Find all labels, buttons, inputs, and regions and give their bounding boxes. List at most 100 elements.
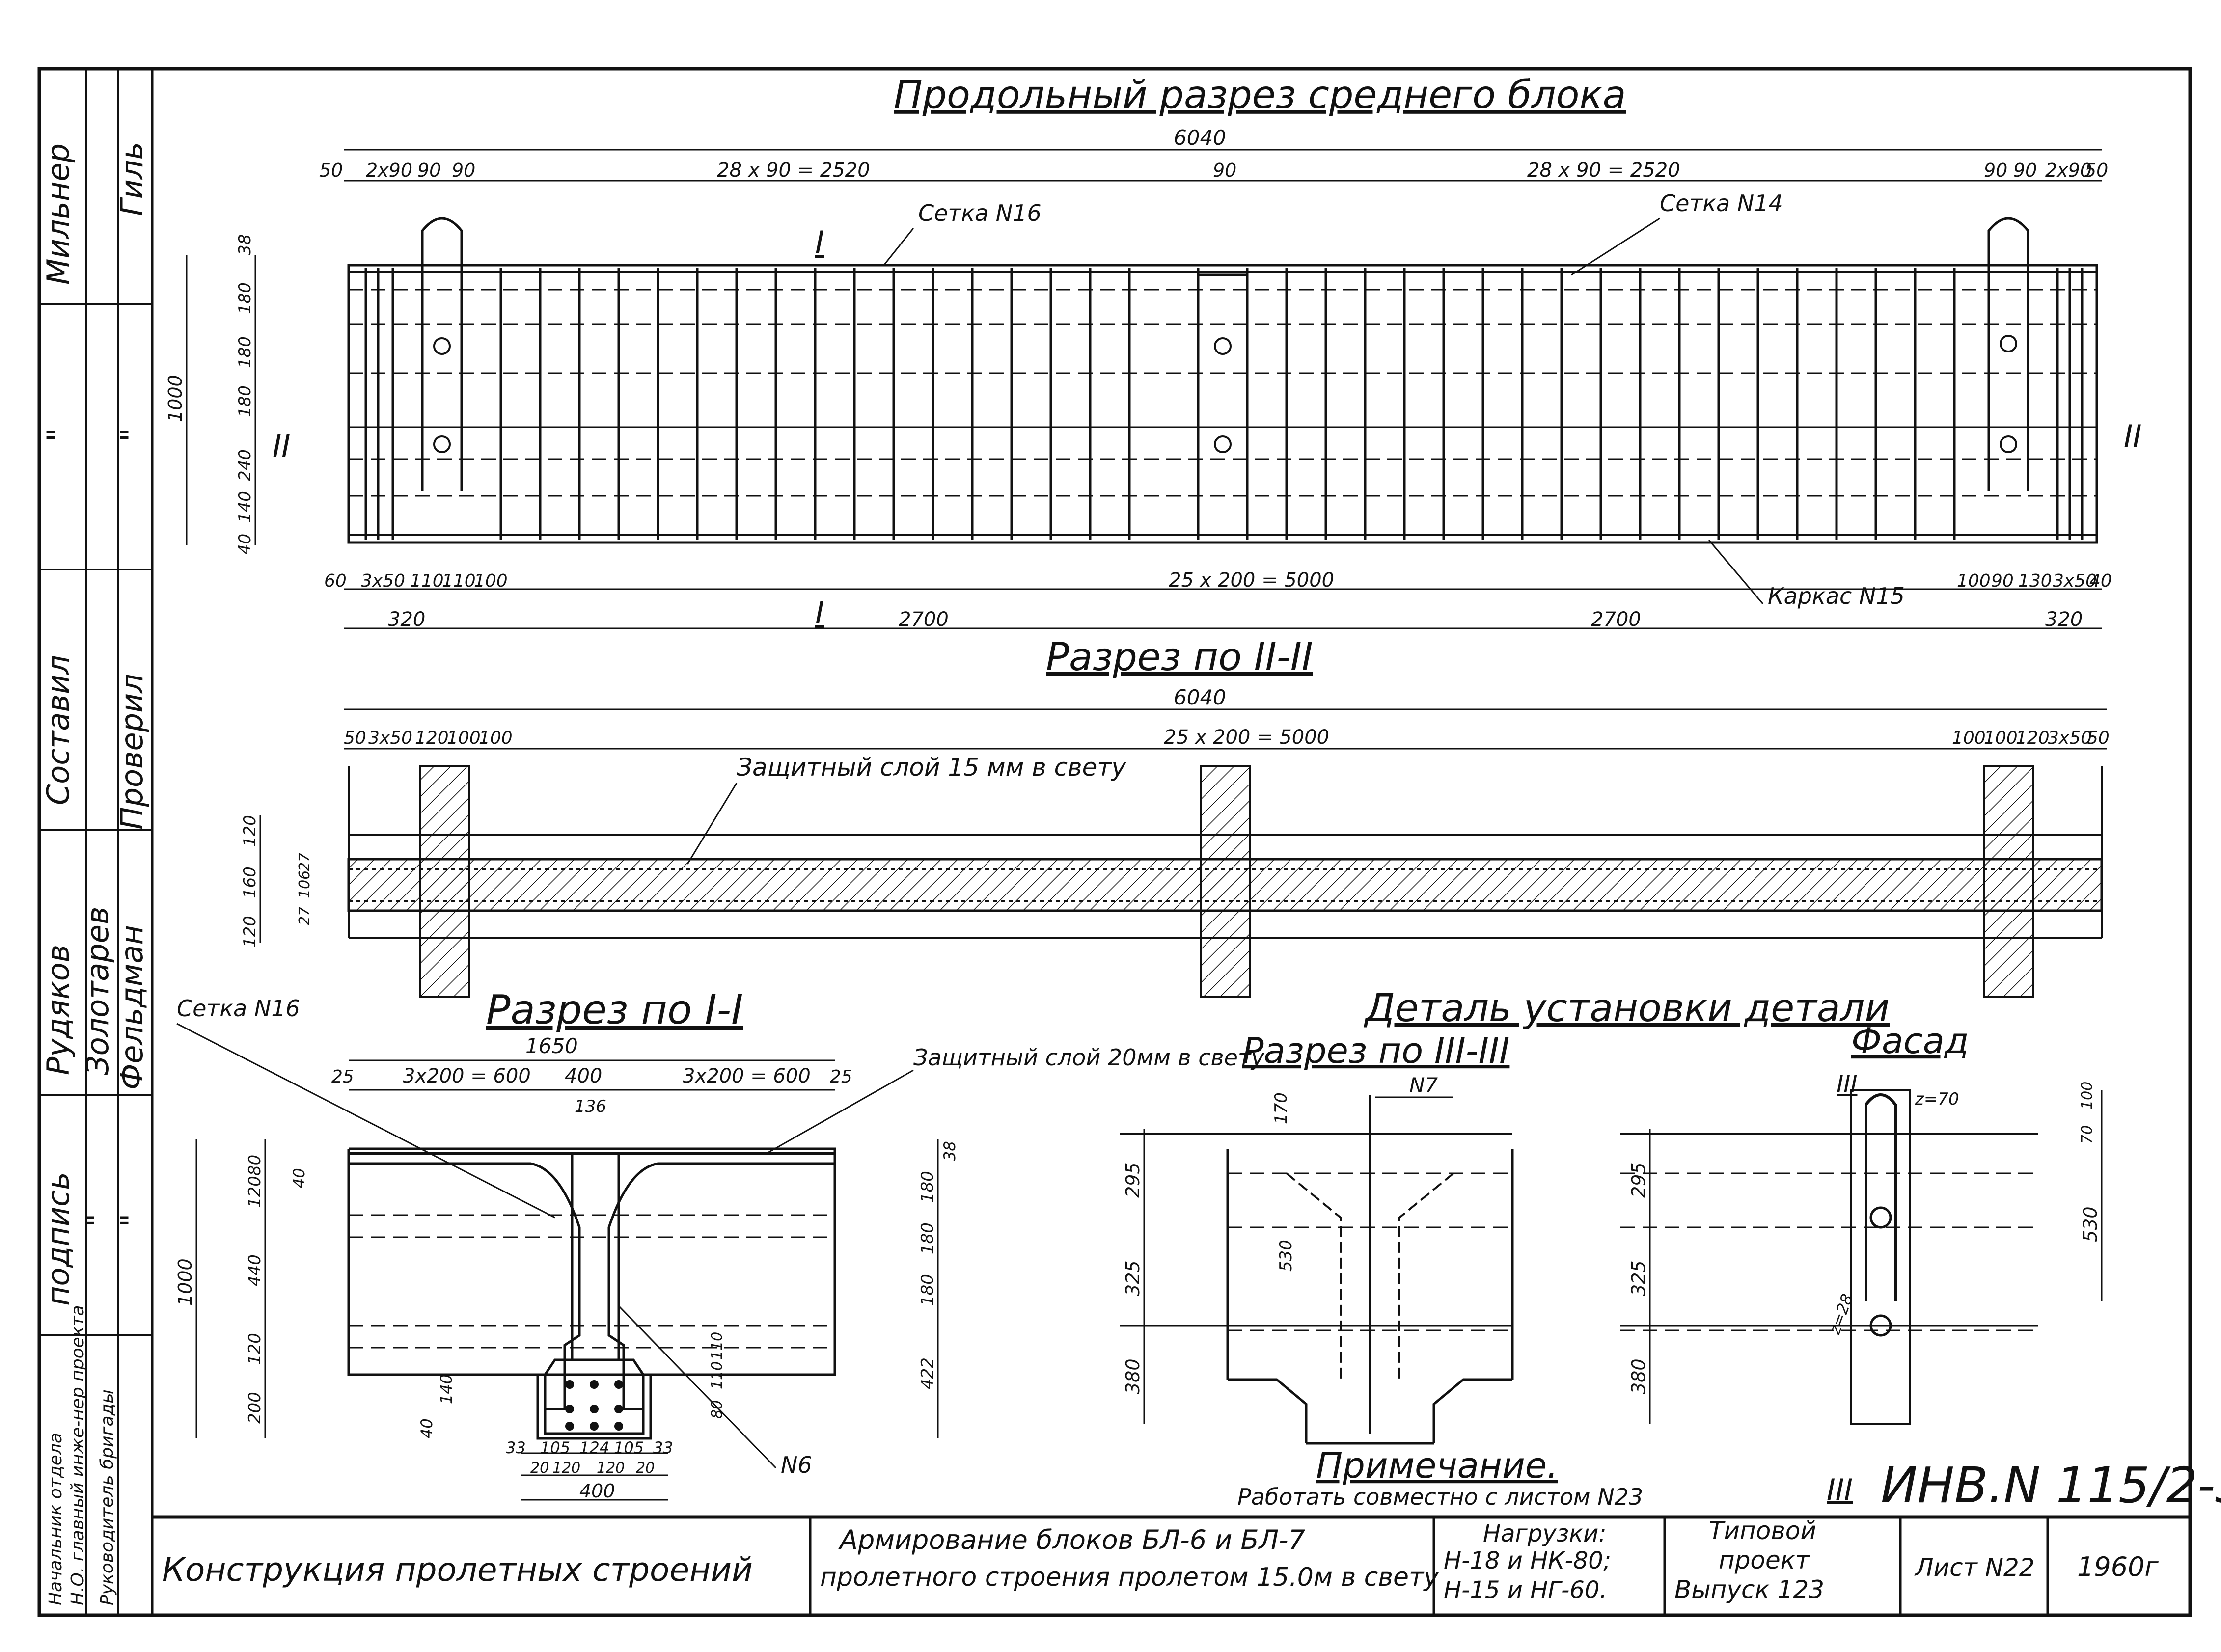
long-label-mesh16: Сетка N16 [918,200,1042,226]
facade-mark-iii: III [1837,1071,1857,1098]
long-block-outline [347,264,2098,544]
sec2-vert-4: 27 [296,853,313,871]
side-engineer: Мильнер [40,143,76,285]
facade-dim-z70: z=70 [1915,1089,1959,1109]
sec2-top-dim-10: 3x50 [2048,728,2092,748]
section-iii-title: Разрез по III-III [1242,1030,1509,1071]
sec1-vert-right-8: 110 [709,1332,726,1360]
long-top-dim-3: 90 [417,160,441,181]
tb-project-1: Типовой [1709,1517,1816,1545]
sec1-label-protective: Защитный слой 20мм в свету [913,1044,1265,1071]
long-bot-dim-9: 130 [2018,571,2052,591]
sec1-vert-right-1: 38 [940,1141,959,1161]
side-compiled: Составил [40,655,76,805]
sec1-bot-4: 105 [614,1438,644,1457]
sec3-dim-3: 530 [1276,1240,1296,1272]
side-checked: Проверил [114,674,150,830]
side-block: Мильнер Гиль " " Составил Проверил Рудяк… [38,67,154,1617]
sec2-protective-layer: Защитный слой 15 мм в свету [737,753,1126,782]
sec1-bot-8: 120 [597,1460,625,1477]
sec1-outline [347,1147,836,1410]
sec1-vert-right-2: 180 [918,1171,937,1203]
long-label-frame15: Каркас N15 [1768,583,1905,609]
long-bot-dim-8: 90 [1991,571,2014,591]
long-bot2-dim-2: 2700 [899,608,949,631]
long-top-dim-7: 28 x 90 = 2520 [1527,159,1680,182]
sec1-vert-right-5: 422 [918,1357,937,1389]
section-ii: Разрез по II-II 6040 50 3x50 120 100 100… [240,635,2110,998]
section-ii-total: 6040 [1174,685,1226,709]
long-bot-dim-7: 100 [1957,571,1991,591]
long-bot-dim-1: 60 [324,571,347,591]
long-top-dim-2: 2x90 [366,160,412,181]
sec2-top-dim-2: 3x50 [368,728,412,748]
long-vert-38: 38 [235,234,255,255]
long-vert-180c: 180 [235,385,255,417]
long-bot2-dim-3: 2700 [1591,608,1641,631]
sec1-label-mesh16: Сетка N16 [177,995,300,1022]
sec2-top-dim-8: 100 [1984,728,2018,748]
sec3-dim-5: 380 [1122,1358,1144,1394]
section-i-width: 1650 [525,1034,578,1058]
tb-description-1: Армирование блоков БЛ-6 и БЛ-7 [838,1524,1305,1555]
facade-dim-380: 380 [1628,1358,1649,1394]
long-label-mesh14: Сетка N14 [1660,190,1783,217]
long-bot-dim-10: 3x50 [2053,571,2097,591]
side-role-1: Начальник отдела [46,1433,66,1605]
tb-description-2: пролетного строения пролетом 15.0м в све… [820,1563,1439,1592]
sec2-top-dim-6: 25 x 200 = 5000 [1164,726,1329,749]
facade-view: III z=70 100 70 295 530 325 380 z=28 [1620,1071,2103,1425]
long-top-dim-1: 50 [319,160,343,181]
long-bot2-dim-4: 320 [2045,608,2083,631]
sec1-vert-right-4: 180 [918,1274,937,1306]
long-bot-dim-11: 40 [2089,571,2112,591]
long-top-dim-4: 90 [452,160,475,181]
sec2-rib-center [1200,765,1251,998]
sec1-bot-5: 33 [653,1438,673,1457]
long-top-dim-10: 2x90 [2045,160,2092,181]
sec2-vert-2: 160 [240,867,260,898]
facade-dim-530: 530 [2080,1206,2101,1242]
inventory-stamp: III ИНВ.N 115/2-34 [1827,1457,2221,1514]
long-bot-dim-4: 110 [442,571,476,591]
longitudinal-section: Продольный разрез среднего блока 60 40 50… [165,73,2142,631]
detail-block: Деталь установки детали Разрез по III-II… [1242,986,1969,1071]
long-bot-dim-2: 3x50 [361,571,405,591]
long-bot-dim-6: 25 x 200 = 5000 [1169,569,1334,592]
sec1-bot-10: 400 [579,1480,615,1502]
sec1-top-dim-1: 25 [331,1067,354,1087]
sec1-vert-left-8: 40 [417,1418,436,1438]
facade-title: Фасад [1851,1020,1969,1061]
sheet-frame [37,67,2192,1617]
long-loop-left [421,217,463,491]
sec1-bot-1: 33 [506,1438,526,1457]
side-mark4: " [114,1213,150,1227]
long-vert-180b: 180 [235,336,255,368]
detail-title: Деталь установки детали [1364,986,1890,1030]
long-mark-ii-left: II [273,428,291,464]
long-top-dim-6: 90 [1213,160,1236,181]
long-bot-dim-5: 100 [474,571,508,591]
sec1-top-dim-6: 136 [575,1097,606,1116]
sec3-dim-1: 170 [1271,1092,1291,1124]
sec2-top-dim-11: 50 [2087,728,2110,748]
longitudinal-title: Продольный разрез среднего блока [894,73,1626,117]
sec1-bot-2: 105 [540,1438,570,1457]
sec1-bot-7: 120 [552,1460,580,1477]
long-vert-140: 140 [235,491,255,523]
facade-dim-325: 325 [1628,1260,1649,1296]
side-name-2: Золотарев [80,907,115,1075]
sec1-vert-left-7: 200 [245,1392,265,1424]
tb-loads-2: Н-15 и НГ-60. [1444,1576,1607,1604]
sec1-vert-left-3: 120 [245,1176,265,1208]
sec2-rib-left [419,765,470,998]
long-vert-240: 240 [235,449,255,481]
section-i: Разрез по I-I 1650 25 3x200 = 600 400 3x… [174,987,1265,1502]
sec1-bot-9: 20 [636,1460,655,1477]
sec2-top-dim-9: 120 [2016,728,2050,748]
note-text: Работать совместно с листом N23 [1237,1484,1643,1510]
long-bot-dim-3: 110 [410,571,444,591]
sec1-bot-6: 20 [530,1460,549,1477]
section-ii-title: Разрез по II-II [1046,635,1313,679]
